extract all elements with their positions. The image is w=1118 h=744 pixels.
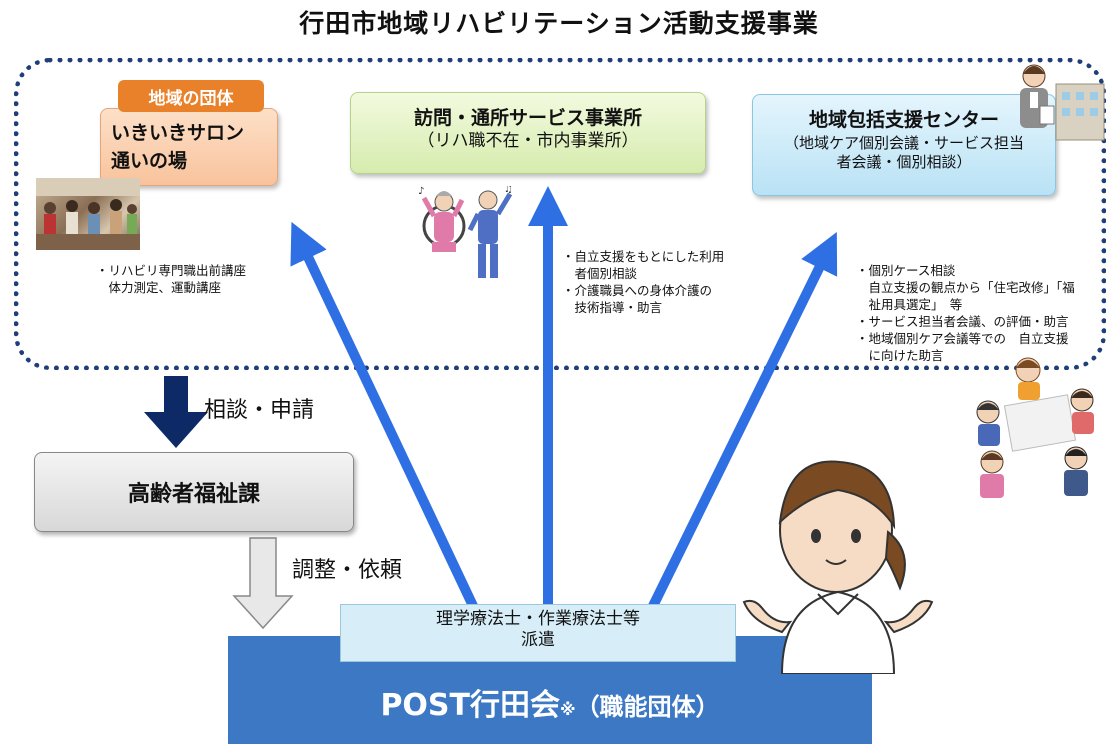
center-note: ・個別ケース相談 自立支援の観点から「住宅改修」「福 祉用具選定」 等 ・サービ…	[856, 263, 1075, 363]
community-note: ・リハビリ専門職出前講座 体力測定、運動講座	[96, 263, 247, 295]
service-subtitle: （リハ職不在・市内事業所）	[417, 131, 639, 151]
consult-label: 相談・申請	[204, 398, 315, 423]
adjust-label: 調整・依頼	[292, 558, 403, 583]
service-office-box: 訪問・通所サービス事業所 （リハ職不在・市内事業所）	[350, 92, 706, 174]
therapist-illustration	[738, 452, 938, 678]
elderly-welfare-dept-box: 高齢者福祉課	[34, 452, 354, 532]
community-group-box: いきいきサロン 通いの場	[100, 108, 278, 186]
support-center-box: 地域包括支援センター （地域ケア個別会議・サービス担当 者会議・個別相談）	[752, 94, 1056, 196]
svg-text:♫: ♫	[504, 186, 513, 195]
community-line1: いきいきサロン	[111, 122, 245, 144]
exercising-seniors-illustration: ♪ ♫	[416, 184, 520, 302]
center-subtitle-2: 者会議・個別相談）	[836, 153, 972, 171]
community-tag: 地域の団体	[118, 80, 264, 112]
dispatch-line2: 派遣	[521, 630, 555, 650]
post-org-title: POST行田会※（職能団体）	[228, 680, 872, 724]
dispatch-box: 理学療法士・作業療法士等 派遣	[340, 604, 736, 662]
meeting-illustration	[968, 354, 1108, 506]
post-org-name: POST行田会	[380, 688, 560, 723]
post-org-type: （職能団体）	[575, 693, 720, 721]
staff-illustration	[1012, 62, 1108, 148]
center-title: 地域包括支援センター	[808, 109, 999, 131]
service-title: 訪問・通所サービス事業所	[413, 107, 642, 129]
community-region-frame	[14, 58, 1106, 370]
community-line2: 通いの場	[111, 150, 188, 172]
dispatch-line1: 理学療法士・作業療法士等	[436, 609, 640, 629]
post-org-mark: ※	[560, 700, 576, 719]
svg-text:♪: ♪	[418, 186, 424, 197]
service-note: ・自立支援をもとにした利用 者個別相談 ・介護職員への身体介護の 技術指導・助言	[562, 249, 725, 315]
center-subtitle-1: （地域ケア個別会議・サービス担当	[783, 134, 1024, 152]
page-title: 行田市地域リハビリテーション活動支援事業	[299, 9, 819, 38]
salon-photo	[36, 178, 140, 250]
